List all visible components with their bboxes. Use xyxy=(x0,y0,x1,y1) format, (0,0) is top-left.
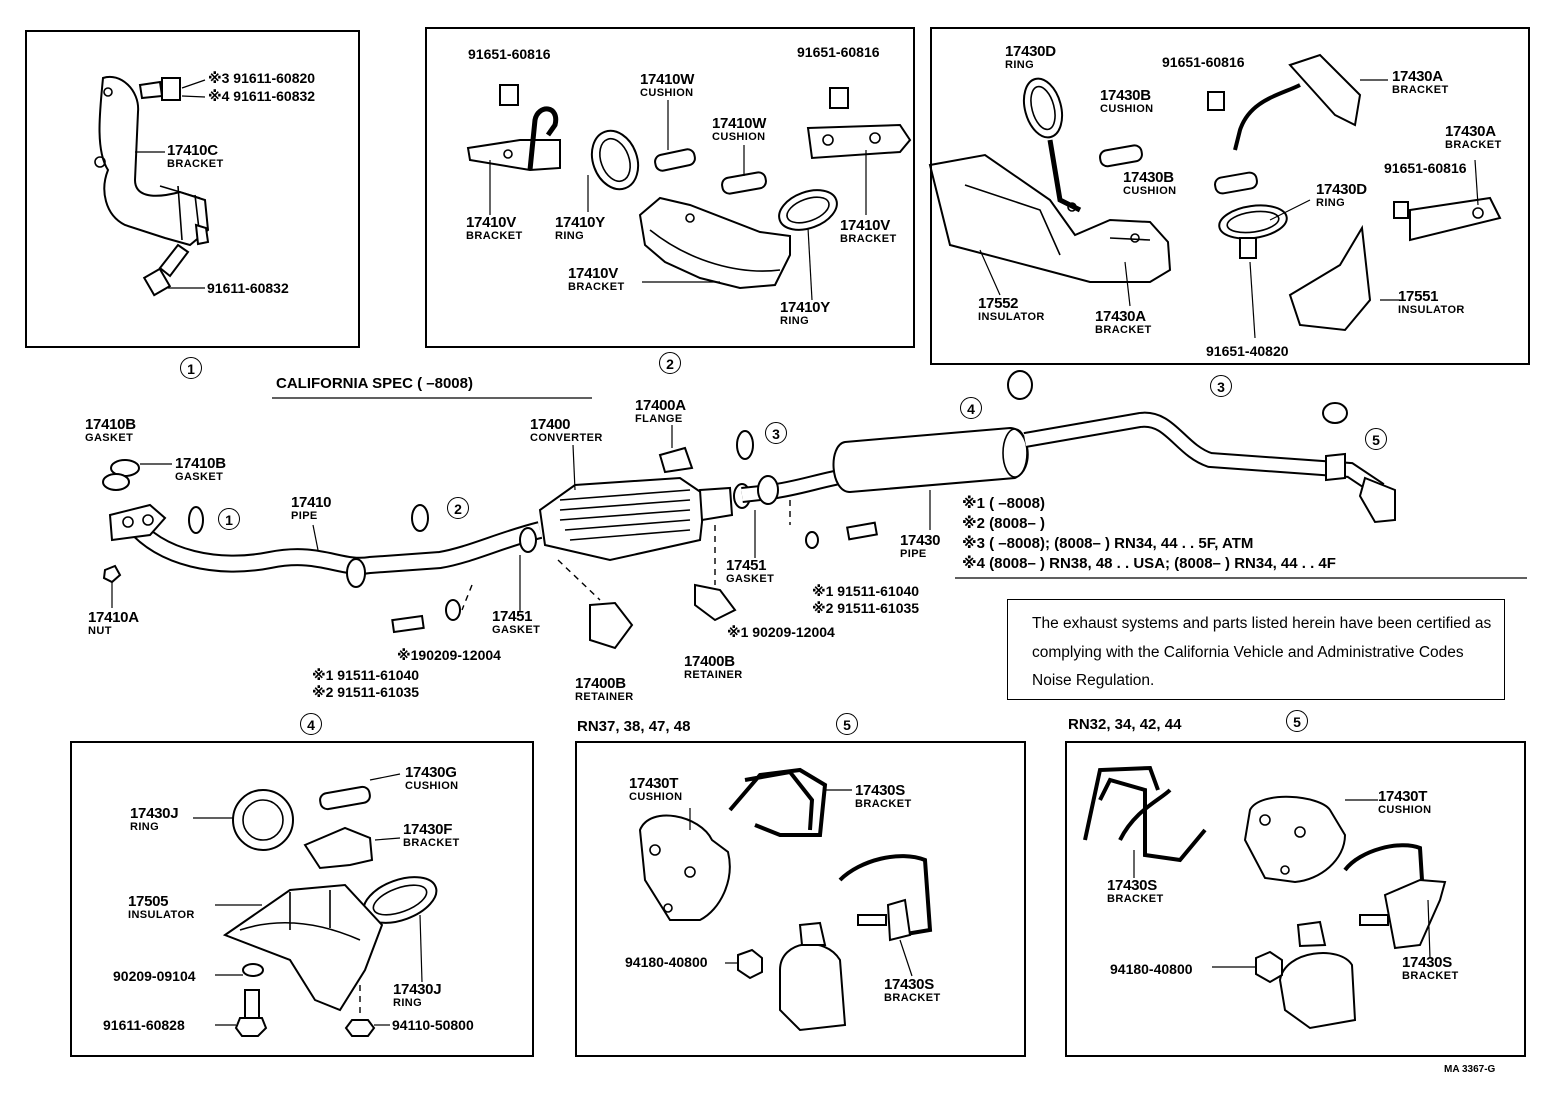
spec-notes: ※1 ( –8008) ※2 (8008– ) ※3 ( –8008); (80… xyxy=(962,494,1336,574)
panel1-label-b: ※4 91611-60832 xyxy=(208,88,316,104)
circled-number-5: 5 xyxy=(836,713,858,735)
panel5b-box xyxy=(1065,741,1526,1057)
panel5a-drawing xyxy=(638,767,933,1032)
panel4-washer: 90209-09104 xyxy=(113,968,196,984)
california-spec-heading: CALIFORNIA SPEC ( –8008) xyxy=(276,375,473,392)
panel1-box xyxy=(25,30,360,348)
panel3-bolt-top: 91651-60816 xyxy=(1162,54,1245,70)
circled-number-3: 3 xyxy=(765,422,787,444)
spec-note-2: ※2 (8008– ) xyxy=(962,515,1045,532)
spec-note-1: ※1 ( –8008) xyxy=(962,495,1045,512)
panel3-bolt-right: 91651-60816 xyxy=(1384,160,1467,176)
panel3-bolt-bottom: 91651-40820 xyxy=(1206,343,1289,359)
spec-note-3: ※3 ( –8008); (8008– ) RN34, 44 . . 5F, A… xyxy=(962,535,1254,552)
spec-note-4: ※4 (8008– ) RN38, 48 . . USA; (8008– ) R… xyxy=(962,555,1336,572)
main-assembly-drawing xyxy=(102,370,1527,650)
circled-number-2: 2 xyxy=(659,352,681,374)
circled-number-5: 5 xyxy=(1286,710,1308,732)
circled-number-4: 4 xyxy=(300,713,322,735)
panel4-bolt: 91611-60828 xyxy=(103,1017,185,1033)
circled-number-1: 1 xyxy=(218,508,240,530)
panel3-box xyxy=(930,27,1530,365)
panel5a-nut: 94180-40800 xyxy=(625,954,708,970)
panel3-drawing xyxy=(928,53,1502,339)
circled-number-4: 4 xyxy=(960,397,982,419)
panel2-drawing xyxy=(466,84,912,301)
certification-notice: The exhaust systems and parts listed her… xyxy=(1007,599,1505,700)
circled-number-1: 1 xyxy=(180,357,202,379)
panel5a-models: RN37, 38, 47, 48 xyxy=(577,718,691,735)
circled-number-5: 5 xyxy=(1365,428,1387,450)
main-bolt-e: ※1 91511-61040 xyxy=(812,583,920,599)
main-bolt-d: ※1 90209-12004 xyxy=(727,624,835,640)
circled-number-3: 3 xyxy=(1210,375,1232,397)
panel1-label-a: ※3 91611-60820 xyxy=(208,70,316,86)
panel4-nut: 94110-50800 xyxy=(392,1017,474,1033)
panel1-label-d: 91611-60832 xyxy=(207,280,289,296)
panel5b-drawing xyxy=(1083,765,1447,1030)
panel4-drawing xyxy=(193,773,438,1037)
main-bolt-f: ※2 91511-61035 xyxy=(812,600,920,616)
panel2-bolt-left: 91651-60816 xyxy=(468,46,551,62)
main-bolt-b: ※1 91511-61040 xyxy=(312,667,420,683)
main-bolt-a: ※190209-12004 xyxy=(397,647,501,663)
panel5a-box xyxy=(575,741,1026,1057)
panel2-bolt-right: 91651-60816 xyxy=(797,44,880,60)
circled-number-2: 2 xyxy=(447,497,469,519)
panel1-drawing xyxy=(94,75,210,297)
panel5b-models: RN32, 34, 42, 44 xyxy=(1068,716,1182,733)
figure-code: MA 3367-G xyxy=(1444,1064,1496,1075)
main-bolt-c: ※2 91511-61035 xyxy=(312,684,420,700)
panel2-box xyxy=(425,27,915,348)
panel5b-nut: 94180-40800 xyxy=(1110,961,1193,977)
panel4-box xyxy=(70,741,534,1057)
